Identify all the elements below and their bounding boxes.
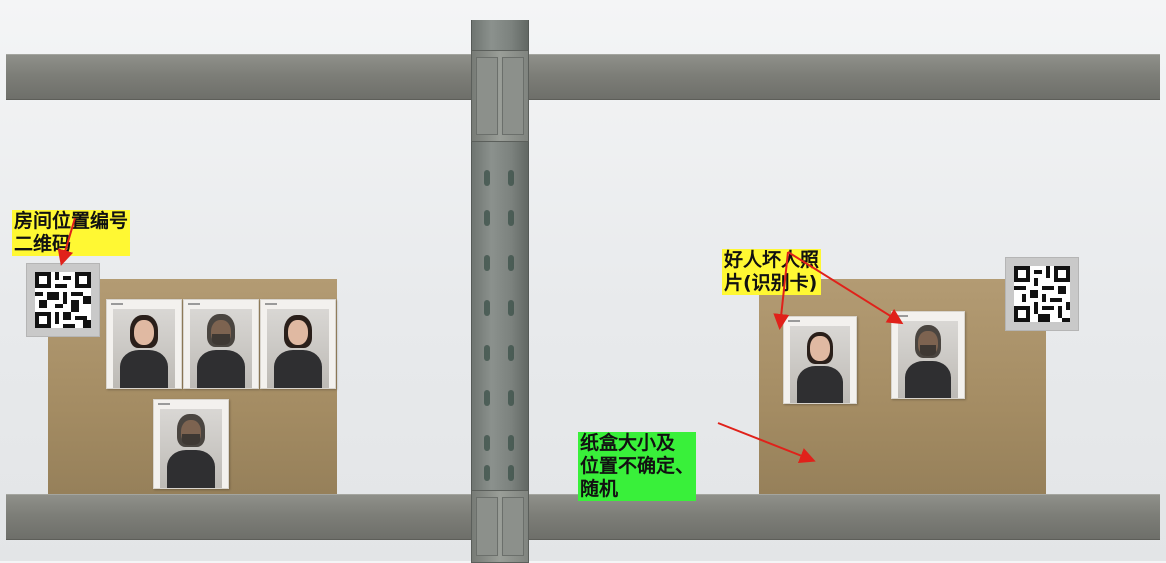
arrow-to-left-qr — [57, 217, 76, 266]
photo-label-line-1: 好人坏人照 — [723, 249, 821, 271]
qr-label-line-2: 二维码 — [13, 233, 73, 255]
photo-card-annotation: 好人坏人照片(识别卡) — [722, 203, 822, 341]
left-cardboard-box — [48, 279, 337, 494]
arrow-to-box — [717, 422, 816, 464]
man-portrait — [189, 308, 253, 388]
right-photo-2 — [891, 311, 965, 399]
box-label-line-3: 随机 — [579, 478, 620, 500]
box-label-line-1: 纸盒大小及 — [579, 432, 677, 454]
arrow-to-man-photo — [787, 251, 904, 325]
box-label-line-2: 位置不确定、 — [579, 455, 696, 477]
left-qr-code — [27, 264, 99, 336]
right-photo-1 — [783, 316, 857, 404]
right-qr-code — [1006, 258, 1078, 330]
box-annotation: 纸盒大小及位置不确定、随机 — [578, 386, 697, 547]
lower-beam-bracket — [471, 490, 529, 563]
upper-shelf-beam — [6, 54, 1160, 100]
woman-portrait — [112, 308, 176, 388]
left-photo-2 — [183, 299, 259, 389]
photo-label-line-2: 片(识别卡) — [723, 272, 819, 294]
woman-portrait — [789, 325, 851, 403]
man-portrait — [159, 408, 223, 488]
man-portrait — [897, 320, 959, 398]
qr-label-line-1: 房间位置编号 — [13, 210, 130, 232]
woman-portrait — [266, 308, 330, 388]
arrow-to-woman-photo — [773, 251, 790, 330]
left-photo-1 — [106, 299, 182, 389]
lower-shelf-beam — [6, 494, 1160, 540]
qr-code-annotation: 房间位置编号二维码 — [12, 164, 131, 302]
qr-code-icon — [1014, 266, 1070, 322]
left-photo-3 — [260, 299, 336, 389]
upper-beam-bracket — [471, 50, 529, 142]
left-photo-4 — [153, 399, 229, 489]
qr-code-icon — [35, 272, 91, 328]
